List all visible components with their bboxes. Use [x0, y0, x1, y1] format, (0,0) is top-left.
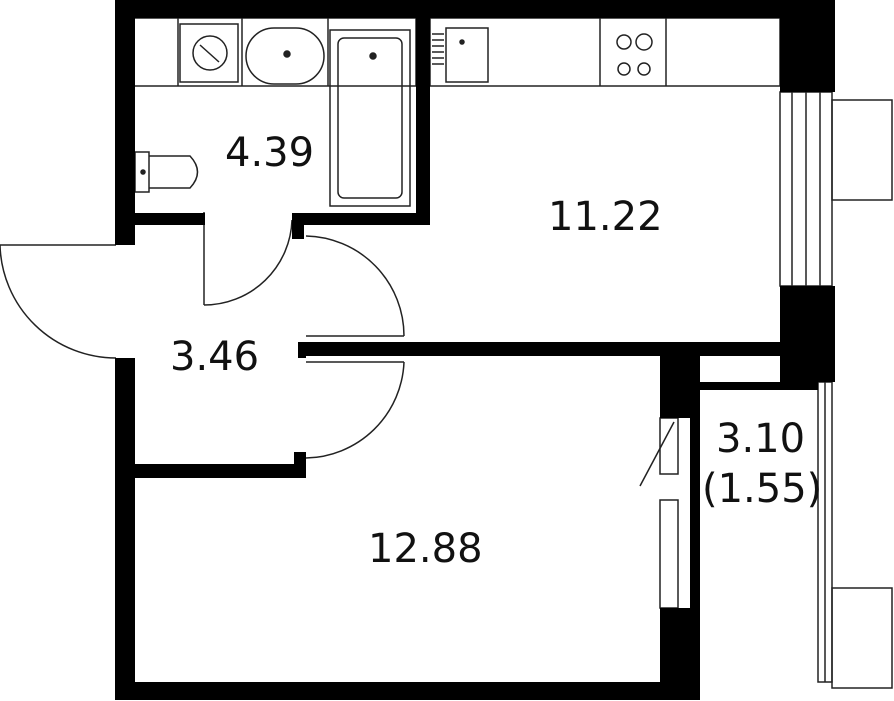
balcony-reduced-area-label: (1.55)	[702, 466, 822, 512]
kitchen-sink-icon	[432, 27, 489, 83]
entrance-door	[0, 244, 117, 359]
sink-icon	[245, 27, 325, 85]
balcony-glazing	[817, 381, 893, 689]
stove-icon	[616, 33, 653, 76]
balcony-area-label: 3.10	[716, 416, 805, 462]
bedroom-door	[305, 361, 405, 459]
hallway-area-label: 3.46	[170, 334, 259, 380]
kitchen-door	[305, 235, 405, 337]
fixtures	[0, 17, 893, 689]
balcony-door	[639, 417, 679, 609]
bathtub-icon	[329, 29, 411, 207]
bedroom-area-label: 12.88	[368, 526, 483, 572]
toilet-icon	[134, 151, 199, 193]
kitchen-area-label: 11.22	[548, 194, 663, 240]
walls	[115, 0, 835, 700]
bathroom-area-label: 4.39	[225, 130, 314, 176]
kitchen-window	[779, 91, 893, 287]
washing-machine-icon	[179, 23, 239, 83]
bathroom-door	[203, 212, 293, 306]
